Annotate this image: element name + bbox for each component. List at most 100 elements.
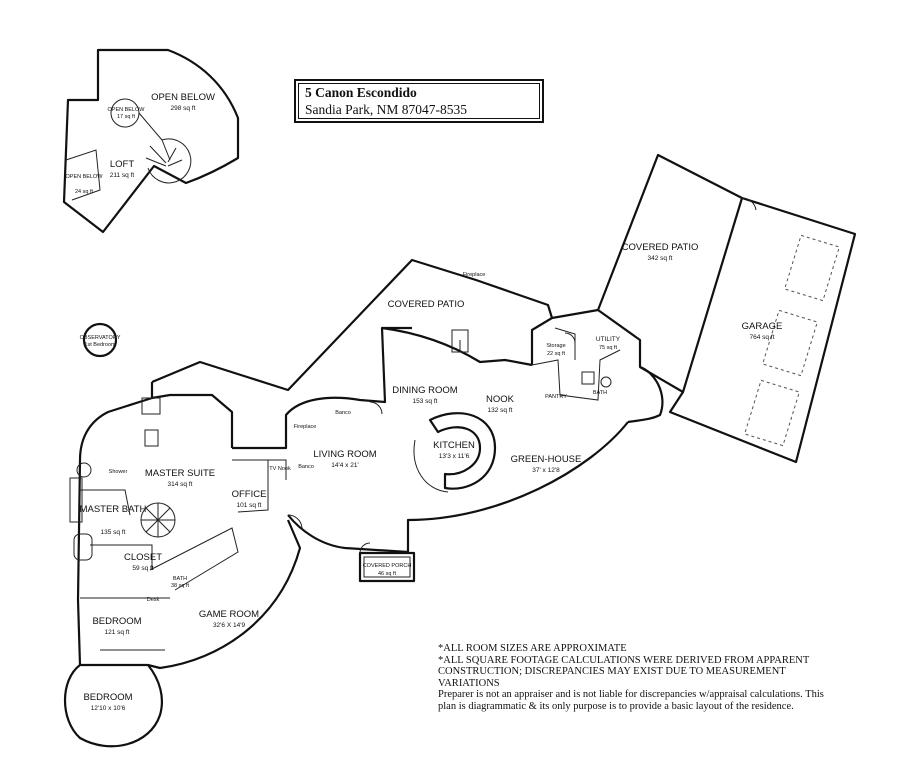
game-room-label: GAME ROOM (199, 609, 259, 620)
observatory-circle (82, 322, 118, 358)
open-below-stair-label: OPEN BELOW (108, 107, 146, 113)
bedroom-2-size: 12'10 x 10'6 (91, 705, 126, 712)
game-room-arc (147, 519, 302, 670)
kitchen-counter (428, 412, 497, 490)
tv-nook-label: TV Nook (269, 466, 291, 472)
open-below-top-size: 298 sq ft (171, 105, 196, 112)
covered-porch-size: 46 sq ft (378, 571, 397, 577)
bath-game-size: 38 sq ft (171, 583, 190, 589)
banco-top-label: Banco (335, 410, 351, 416)
nook-size: 132 sq ft (488, 407, 513, 414)
living-room-size: 14'4 x 21' (331, 462, 358, 469)
shower-label: Shower (109, 469, 128, 475)
car-bay-3 (744, 379, 800, 447)
kitchen-size: 13'3 x 11'6 (439, 453, 470, 460)
loft-outline (62, 48, 240, 234)
office-label: OFFICE (232, 489, 267, 500)
spiral-treads (141, 503, 175, 537)
master-bath-label: MASTER BATH (80, 504, 147, 515)
dining-room-label: DINING ROOM (392, 385, 458, 396)
covered-patio-main-label: COVERED PATIO (388, 299, 465, 310)
covered-patio-right-size: 342 sq ft (648, 255, 673, 262)
open-below-small-size: 24 sq ft (75, 189, 94, 195)
living-room-label: LIVING ROOM (313, 449, 376, 460)
utility-outline (530, 308, 664, 424)
bath-small-label: BATH (593, 390, 607, 396)
bedroom-1-label: BEDROOM (92, 616, 141, 627)
master-suite-label: MASTER SUITE (145, 468, 215, 479)
disclaimer-notes: *ALL ROOM SIZES ARE APPROXIMATE *ALL SQU… (438, 643, 838, 713)
note-square-footage: *ALL SQUARE FOOTAGE CALCULATIONS WERE DE… (438, 654, 810, 689)
note-room-sizes: *ALL ROOM SIZES ARE APPROXIMATE (438, 643, 627, 654)
garage-size: 764 sq ft (750, 334, 775, 341)
covered-porch-inner (363, 556, 411, 578)
tub-fixture (73, 533, 93, 561)
greenhouse-arc (406, 421, 629, 552)
master-suite-size: 314 sq ft (168, 481, 193, 488)
loft-rail (65, 149, 101, 201)
open-below-stair-circle (110, 98, 140, 128)
open-below-small-label: OPEN BELOW (66, 174, 104, 180)
covered-patio-right-outline (596, 153, 744, 394)
office-size: 101 sq ft (237, 502, 262, 509)
utility-fixture (581, 371, 595, 385)
open-below-stair-size: 17 sq ft (117, 114, 136, 120)
garage-wing (596, 153, 857, 464)
greenhouse-label: GREEN-HOUSE (511, 454, 582, 465)
desk-label: Desk (147, 597, 160, 603)
bedroom-2-outline (63, 663, 164, 748)
garage-label: GARAGE (742, 321, 783, 332)
covered-patio-roof (151, 258, 554, 392)
shower-fixture (76, 462, 92, 478)
utility-size: 75 sq ft (599, 345, 618, 351)
dining-fireplace (451, 329, 469, 353)
loft-level (62, 48, 240, 234)
car-bay-1 (784, 234, 840, 302)
bath-closet-walls (80, 489, 170, 651)
garage-outline (668, 196, 857, 464)
bath-game-walls (149, 527, 239, 591)
banco-side-label: Banco (298, 464, 314, 470)
kitchen-island-edge (413, 439, 449, 493)
covered-porch-label: COVERED PORCH (363, 563, 412, 569)
fireplace-top-label: Fireplace (463, 272, 486, 278)
spiral-stair-upper (145, 138, 192, 184)
pantry-label: PANTRY (545, 394, 567, 400)
vanity-fixture (69, 477, 83, 523)
loft-size: 211 sq ft (110, 172, 135, 179)
pantry-walls (531, 349, 621, 401)
master-wing-outline (76, 382, 234, 666)
kitchen-label: KITCHEN (433, 440, 475, 451)
covered-patio-right-label: COVERED PATIO (622, 242, 699, 253)
storage-size: 22 sq ft (547, 351, 566, 357)
storage-label: Storage (546, 343, 565, 349)
living-room-outline (232, 326, 412, 450)
dining-room-size: 153 sq ft (413, 398, 438, 405)
observatory-size: 1st Bedroom (84, 342, 116, 348)
master-fireplace (141, 397, 161, 447)
address-box: 5 Canon Escondido Sandia Park, NM 87047-… (294, 79, 544, 123)
dining-outline (381, 326, 533, 367)
fireplace-living-label: Fireplace (294, 424, 317, 430)
bath-small-fixture (600, 376, 612, 388)
covered-porch-outline (358, 551, 416, 583)
open-below-top-label: OPEN BELOW (151, 92, 215, 103)
nook-label: NOOK (486, 394, 515, 405)
south-wall (287, 514, 409, 554)
utility-label: UTILITY (596, 336, 621, 343)
tv-nook-walls (268, 459, 287, 480)
closet-size: 59 sq ft (132, 565, 154, 572)
bedroom-1-size: 121 sq ft (105, 629, 130, 636)
main-level (63, 258, 664, 748)
greenhouse-size: 37' x 12'8 (532, 467, 560, 474)
car-bay-2 (762, 309, 818, 377)
game-room-size: 32'6 X 14'9 (213, 622, 246, 629)
bath-game-label: BATH (173, 576, 187, 582)
interior-walls (69, 322, 621, 651)
loft-divider (138, 112, 163, 141)
master-bath-size: 135 sq ft (101, 529, 126, 536)
address-line-1: 5 Canon Escondido (305, 85, 417, 100)
room-labels: OPEN BELOW 298 sq ft OPEN BELOW 17 sq ft… (66, 92, 783, 712)
storage-walls (554, 327, 576, 360)
